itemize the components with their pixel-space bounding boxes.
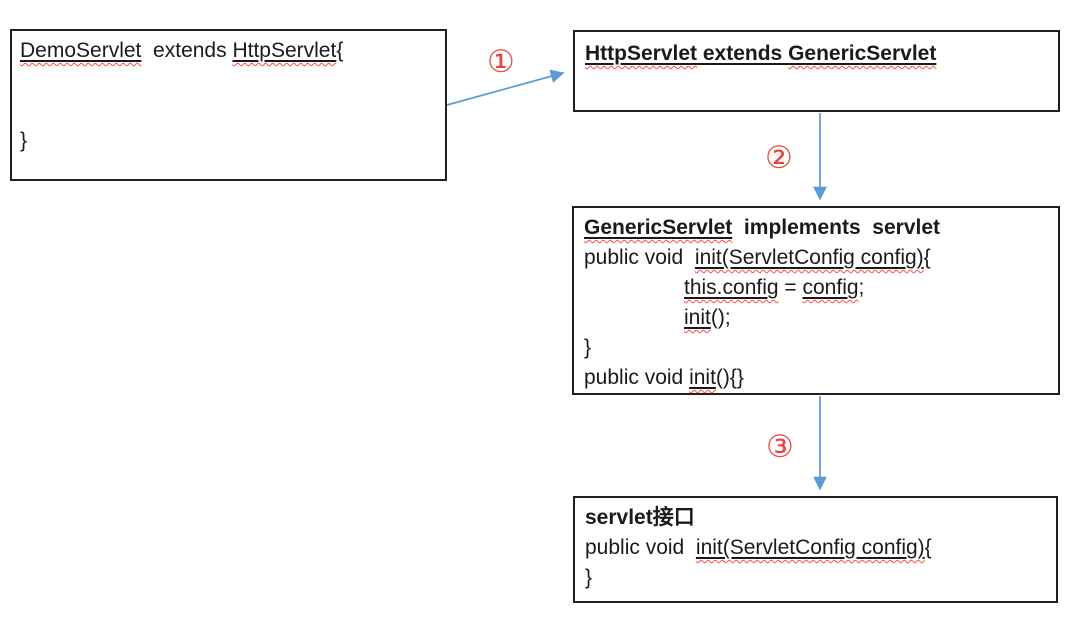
- code-text-segment: public void: [584, 246, 695, 269]
- code-line: GenericServlet implements servlet: [584, 213, 1048, 243]
- spellcheck-squiggle-text: HttpServlet: [232, 39, 337, 62]
- code-text-segment: GenericServlet: [584, 216, 732, 239]
- code-text-segment: DemoServlet: [20, 39, 141, 62]
- spellcheck-squiggle-text: GenericServlet: [788, 42, 937, 65]
- code-text-segment: this.config: [684, 276, 779, 299]
- code-text-segment: ;: [858, 276, 865, 299]
- code-text-segment: public void: [585, 536, 696, 559]
- spellcheck-squiggle-text: DemoServlet: [20, 39, 142, 62]
- code-text-segment: }: [20, 129, 28, 152]
- code-text-segment: {: [336, 39, 344, 62]
- http-servlet-box: HttpServlet extends GenericServlet: [573, 30, 1060, 112]
- step-1-badge: ①: [487, 44, 515, 80]
- code-text-segment: public void: [584, 366, 690, 389]
- code-line: }: [20, 126, 437, 156]
- code-line: DemoServlet extends HttpServlet{: [20, 36, 437, 66]
- code-line: public void init(){}: [584, 363, 1048, 393]
- spellcheck-squiggle-text: init: [689, 366, 716, 389]
- code-text-segment: implements servlet: [732, 216, 941, 239]
- code-text-segment: {: [923, 246, 931, 269]
- step-3-badge: ③: [766, 429, 794, 465]
- spellcheck-squiggle-text: GenericServlet: [584, 216, 733, 239]
- spellcheck-squiggle-text: HttpServlet: [585, 42, 698, 65]
- spellcheck-squiggle-text: init(ServletConfig config): [695, 536, 925, 559]
- code-line: public void init(ServletConfig config){: [585, 533, 1046, 563]
- code-text-segment: ();: [710, 306, 731, 329]
- code-line: [20, 96, 437, 126]
- spellcheck-squiggle-text: init: [684, 306, 711, 329]
- servlet-interface-box: servlet接口 public void init(ServletConfig …: [573, 496, 1058, 603]
- code-text-segment: {: [924, 536, 932, 559]
- code-text-segment: GenericServlet: [788, 42, 936, 65]
- code-text-segment: init(ServletConfig config): [695, 246, 924, 269]
- spellcheck-squiggle-text: this.config: [684, 276, 779, 299]
- code-text-segment: }: [584, 336, 592, 359]
- demo-servlet-box: DemoServlet extends HttpServlet{ }: [10, 29, 447, 181]
- code-line: public void init(ServletConfig config){: [584, 243, 1048, 273]
- code-text-segment: init: [684, 306, 711, 329]
- step-2-badge: ②: [765, 140, 793, 176]
- code-text-segment: servlet接口: [585, 506, 695, 529]
- code-line: [20, 66, 437, 96]
- code-text-segment: =: [778, 276, 803, 299]
- code-text-segment: extends: [141, 39, 233, 62]
- code-text-segment: HttpServlet: [585, 42, 697, 65]
- code-line: }: [585, 563, 1046, 593]
- code-text-segment: }: [585, 566, 593, 589]
- code-line: HttpServlet extends GenericServlet: [585, 39, 1048, 69]
- code-text-segment: (){}: [715, 366, 744, 389]
- spellcheck-squiggle-text: config: [802, 276, 859, 299]
- code-text-segment: init: [689, 366, 716, 389]
- code-text-segment: HttpServlet: [232, 39, 336, 62]
- spellcheck-squiggle-text: init(ServletConfig config): [694, 246, 924, 269]
- code-line: }: [584, 333, 1048, 363]
- code-line: init();: [584, 303, 1048, 333]
- code-line: this.config = config;: [584, 273, 1048, 303]
- code-text-segment: config: [803, 276, 859, 299]
- code-line: servlet接口: [585, 503, 1046, 533]
- code-text-segment: extends: [697, 42, 789, 65]
- code-text-segment: init(ServletConfig config): [696, 536, 925, 559]
